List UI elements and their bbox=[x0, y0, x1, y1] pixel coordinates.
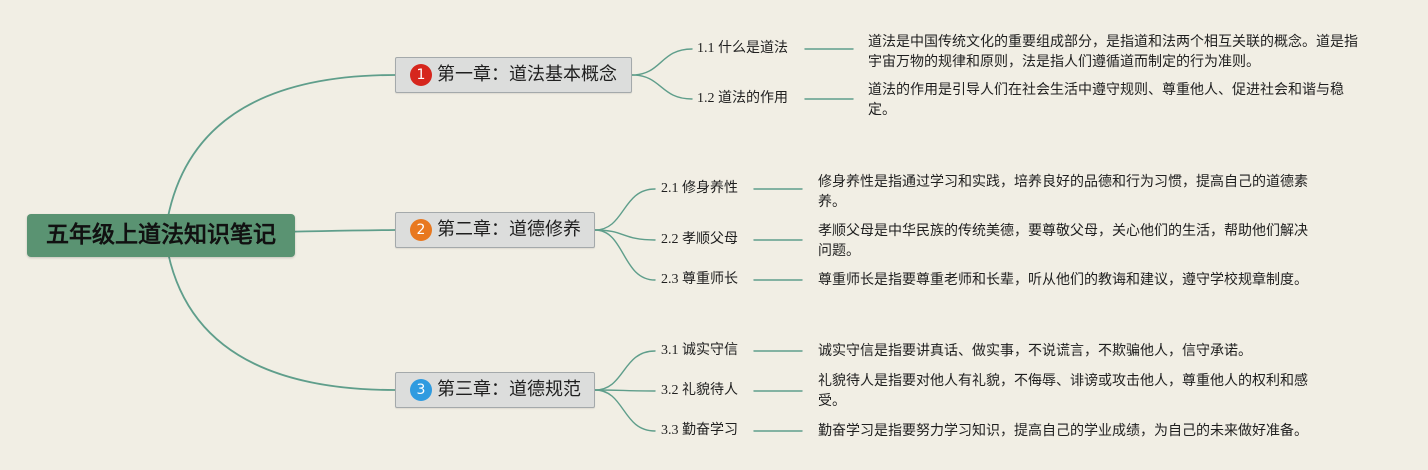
connector-root-chapter-3 bbox=[164, 234, 396, 391]
subtopic-2-2-description[interactable]: 孝顺父母是中华民族的传统美德，要尊敬父母，关心他们的生活，帮助他们解决 问题。 bbox=[818, 221, 1308, 261]
connector-chapter-3-topic-1 bbox=[594, 350, 656, 391]
subtopic-1-1[interactable]: 1.1 什么是道法 bbox=[697, 41, 788, 56]
subtopic-1-2-description[interactable]: 道法的作用是引导人们在社会生活中遵守规则、尊重他人、促进社会和谐与稳 定。 bbox=[868, 80, 1344, 120]
description-line: 诚实守信是指要讲真话、做实事，不说谎言，不欺骗他人，信守承诺。 bbox=[818, 343, 1252, 359]
connector-chapter-1-topic-2 bbox=[631, 74, 693, 100]
description-line: 宇宙万物的规律和原则，法是指人们遵循道而制定的行为准则。 bbox=[868, 54, 1260, 70]
priority-2-icon: 2 bbox=[410, 219, 432, 241]
subtopic-3-3[interactable]: 3.3 勤奋学习 bbox=[661, 423, 738, 438]
connector-chapter-3-topic-3 bbox=[594, 389, 656, 432]
priority-3-icon: 3 bbox=[410, 379, 432, 401]
description-line: 勤奋学习是指要努力学习知识，提高自己的学业成绩，为自己的未来做好准备。 bbox=[818, 423, 1308, 439]
description-line: 养。 bbox=[818, 194, 846, 210]
subtopic-1-2[interactable]: 1.2 道法的作用 bbox=[697, 91, 788, 106]
description-line: 道法的作用是引导人们在社会生活中遵守规则、尊重他人、促进社会和谐与稳 bbox=[868, 82, 1344, 98]
chapter-3-topic[interactable]: 3 第三章：道德规范 bbox=[395, 372, 595, 408]
subtopic-3-2-description[interactable]: 礼貌待人是指要对他人有礼貌，不侮辱、诽谤或攻击他人，尊重他人的权利和感 受。 bbox=[818, 371, 1308, 411]
subtopic-2-3[interactable]: 2.3 尊重师长 bbox=[661, 272, 738, 287]
connector-chapter-3-topic-2 bbox=[594, 389, 656, 392]
subtopic-3-1-description[interactable]: 诚实守信是指要讲真话、做实事，不说谎言，不欺骗他人，信守承诺。 bbox=[818, 341, 1252, 361]
chapter-2-title: 第二章：道德修养 bbox=[437, 219, 581, 240]
central-topic[interactable]: 五年级上道法知识笔记 bbox=[27, 214, 295, 257]
connector-chapter-2-topic-2 bbox=[594, 229, 656, 241]
chapter-1-topic[interactable]: 1 第一章：道法基本概念 bbox=[395, 57, 632, 93]
description-line: 定。 bbox=[868, 102, 896, 118]
description-line: 礼貌待人是指要对他人有礼貌，不侮辱、诽谤或攻击他人，尊重他人的权利和感 bbox=[818, 373, 1308, 389]
description-line: 道法是中国传统文化的重要组成部分，是指道和法两个相互关联的概念。道是指 bbox=[868, 34, 1358, 50]
description-line: 修身养性是指通过学习和实践，培养良好的品德和行为习惯，提高自己的道德素 bbox=[818, 174, 1308, 190]
description-line: 问题。 bbox=[818, 243, 860, 259]
subtopic-3-1[interactable]: 3.1 诚实守信 bbox=[661, 343, 738, 358]
description-line: 受。 bbox=[818, 393, 846, 409]
priority-1-icon: 1 bbox=[410, 64, 432, 86]
subtopic-2-1-description[interactable]: 修身养性是指通过学习和实践，培养良好的品德和行为习惯，提高自己的道德素 养。 bbox=[818, 172, 1308, 212]
subtopic-2-2[interactable]: 2.2 孝顺父母 bbox=[661, 232, 738, 247]
subtopic-2-3-description[interactable]: 尊重师长是指要尊重老师和长辈，听从他们的教诲和建议，遵守学校规章制度。 bbox=[818, 270, 1308, 290]
chapter-2-topic[interactable]: 2 第二章：道德修养 bbox=[395, 212, 595, 248]
description-line: 孝顺父母是中华民族的传统美德，要尊敬父母，关心他们的生活，帮助他们解决 bbox=[818, 223, 1308, 239]
central-topic-title: 五年级上道法知识笔记 bbox=[46, 222, 276, 248]
connector-chapter-2-topic-1 bbox=[594, 188, 656, 231]
connector-chapter-2-topic-3 bbox=[594, 229, 656, 281]
connector-root-chapter-1 bbox=[164, 74, 396, 236]
chapter-1-title: 第一章：道法基本概念 bbox=[437, 64, 617, 85]
subtopic-1-1-description[interactable]: 道法是中国传统文化的重要组成部分，是指道和法两个相互关联的概念。道是指 宇宙万物… bbox=[868, 32, 1358, 72]
description-line: 尊重师长是指要尊重老师和长辈，听从他们的教诲和建议，遵守学校规章制度。 bbox=[818, 272, 1308, 288]
subtopic-3-2[interactable]: 3.2 礼貌待人 bbox=[661, 383, 738, 398]
subtopic-2-1[interactable]: 2.1 修身养性 bbox=[661, 181, 738, 196]
chapter-3-title: 第三章：道德规范 bbox=[437, 379, 581, 400]
connector-chapter-1-topic-1 bbox=[631, 48, 693, 76]
subtopic-3-3-description[interactable]: 勤奋学习是指要努力学习知识，提高自己的学业成绩，为自己的未来做好准备。 bbox=[818, 421, 1308, 441]
